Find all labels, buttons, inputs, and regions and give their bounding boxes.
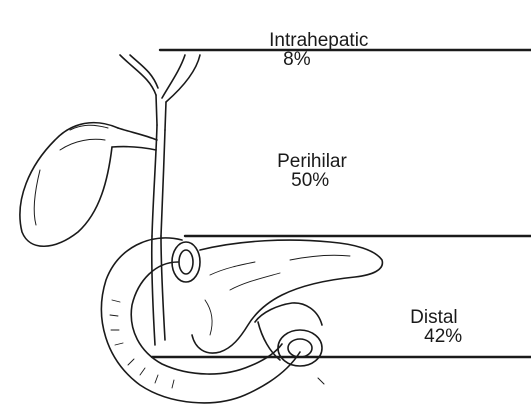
segment-name: Perihilar <box>277 151 347 172</box>
segment-label-perihilar: Perihilar 50% <box>256 133 347 209</box>
intrahepatic-ducts <box>120 55 200 130</box>
segment-value: 50% <box>291 170 329 191</box>
small-mark <box>318 378 324 384</box>
segment-label-distal: Distal 42% <box>389 289 462 365</box>
segment-value: 8% <box>283 49 310 70</box>
gallbladder <box>20 123 157 247</box>
segment-name: Intrahepatic <box>269 30 368 51</box>
segment-name: Distal <box>410 307 458 328</box>
common-bile-duct <box>152 125 165 345</box>
segment-value: 42% <box>424 326 462 347</box>
pancreas <box>192 240 382 353</box>
duodenum <box>101 238 300 403</box>
segment-label-intrahepatic: Intrahepatic 8% <box>248 12 368 88</box>
